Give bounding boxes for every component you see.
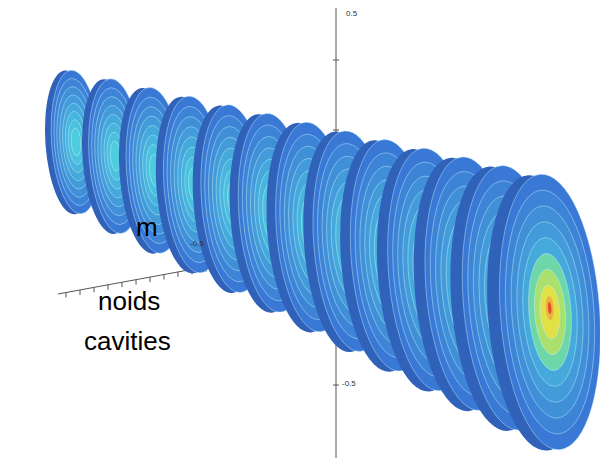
axis-tick	[178, 272, 179, 277]
axis-tick	[80, 290, 81, 295]
disc-core	[545, 296, 555, 320]
disc-core	[548, 302, 552, 314]
axis-tick	[136, 280, 137, 285]
plot-axes	[58, 8, 339, 458]
slide-text: cavities	[84, 328, 171, 354]
disc-ring	[70, 128, 81, 157]
disc-ring	[498, 187, 600, 437]
slide-text: m	[136, 214, 158, 240]
cavity-disc	[478, 171, 600, 454]
axis-tick	[150, 277, 151, 282]
tick-label: -0.5	[190, 240, 204, 248]
cavity-discs	[40, 68, 600, 454]
axis-tick	[122, 282, 123, 287]
axis-tick	[66, 293, 67, 298]
axis-tick	[94, 287, 95, 292]
slide-text: noids	[98, 288, 160, 314]
tick-label: -0.5	[342, 380, 356, 388]
disc-ring	[511, 220, 589, 405]
disc-ring	[532, 268, 569, 356]
axis-tick	[164, 275, 165, 280]
tick-label: 0.5	[346, 10, 357, 18]
disc-ring	[538, 284, 561, 339]
disc-ring	[525, 252, 575, 372]
disc-ring	[504, 203, 595, 420]
disc-ring	[491, 171, 600, 453]
disc-ring	[518, 236, 582, 388]
